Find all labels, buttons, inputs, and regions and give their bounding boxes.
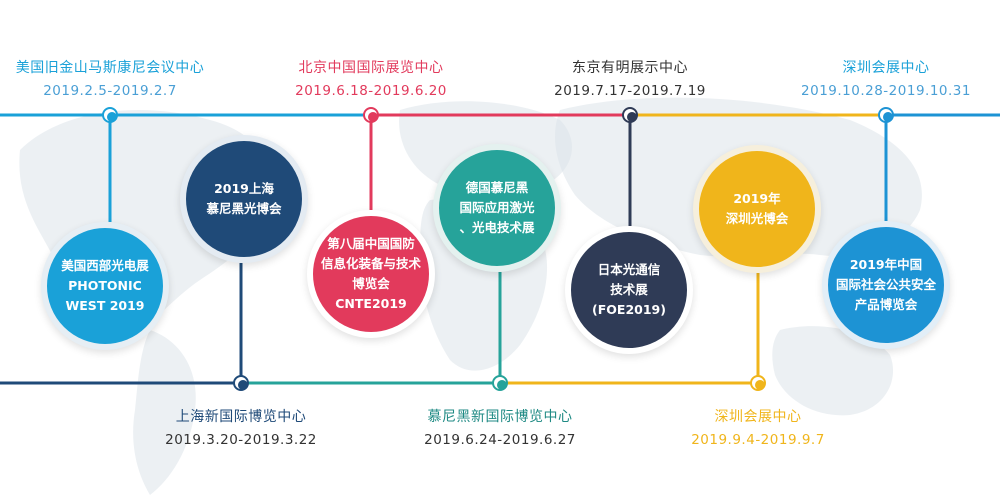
bottom-venue-label-1: 上海新国际博览中心 bbox=[175, 409, 307, 425]
top-date-label-4: 2019.10.28-2019.10.31 bbox=[801, 83, 971, 99]
bottom-date-label-3: 2019.9.4-2019.9.7 bbox=[691, 432, 825, 448]
top-venue-label-3: 东京有明展示中心 bbox=[572, 60, 688, 76]
exhibition-circle-laser-munich: 德国慕尼黑 国际应用激光 、光电技术展 bbox=[433, 144, 561, 272]
exhibition-name: 2019年中国 国际社会公共安全 产品博览会 bbox=[836, 257, 937, 312]
exhibition-name: 2019年 深圳光博会 bbox=[725, 191, 789, 226]
bottom-date-label-2: 2019.6.24-2019.6.27 bbox=[424, 432, 576, 448]
exhibition-name: 第八届中国国防 信息化装备与技术 博览会CNTE2019 bbox=[321, 236, 422, 311]
bottom-date-label-1: 2019.3.20-2019.3.22 bbox=[165, 432, 317, 448]
exhibition-circle-shenzhen-optics: 2019年 深圳光博会 bbox=[693, 145, 821, 273]
top-date-label-3: 2019.7.17-2019.7.19 bbox=[554, 83, 706, 99]
timeline-node-top-3 bbox=[622, 107, 638, 123]
top-date-label-2: 2019.6.18-2019.6.20 bbox=[295, 83, 447, 99]
bottom-venue-label-2: 慕尼黑新国际博览中心 bbox=[427, 409, 573, 425]
timeline-node-bottom-1 bbox=[233, 375, 249, 391]
bottom-venue-label-3: 深圳会展中心 bbox=[714, 409, 802, 425]
timeline-node-top-2 bbox=[363, 107, 379, 123]
top-date-label-1: 2019.2.5-2019.2.7 bbox=[43, 83, 177, 99]
exhibition-circle-shanghai-munich: 2019上海 慕尼黑光博会 bbox=[180, 135, 308, 263]
exhibition-name: 2019上海 慕尼黑光博会 bbox=[206, 181, 282, 216]
exhibition-circle-foe: 日本光通信 技术展 (FOE2019) bbox=[565, 226, 693, 354]
timeline-node-top-1 bbox=[102, 107, 118, 123]
exhibition-circle-photonics-west: 美国西部光电展 PHOTONIC WEST 2019 bbox=[41, 222, 169, 350]
world-map-landmass bbox=[772, 326, 894, 416]
timeline-node-top-4 bbox=[878, 107, 894, 123]
top-venue-label-4: 深圳会展中心 bbox=[842, 60, 930, 76]
top-venue-label-1: 美国旧金山马斯康尼会议中心 bbox=[15, 60, 205, 76]
exhibition-name: 日本光通信 技术展 (FOE2019) bbox=[592, 262, 666, 317]
exhibition-name: 美国西部光电展 PHOTONIC WEST 2019 bbox=[61, 258, 149, 313]
top-venue-label-2: 北京中国国际展览中心 bbox=[298, 60, 444, 76]
exhibition-name: 德国慕尼黑 国际应用激光 、光电技术展 bbox=[459, 180, 535, 235]
world-map-landmass bbox=[133, 330, 196, 495]
exhibition-circle-security-expo: 2019年中国 国际社会公共安全 产品博览会 bbox=[822, 221, 950, 349]
exhibition-circle-cnte: 第八届中国国防 信息化装备与技术 博览会CNTE2019 bbox=[307, 210, 435, 338]
timeline-node-bottom-3 bbox=[750, 375, 766, 391]
timeline-node-bottom-2 bbox=[492, 375, 508, 391]
